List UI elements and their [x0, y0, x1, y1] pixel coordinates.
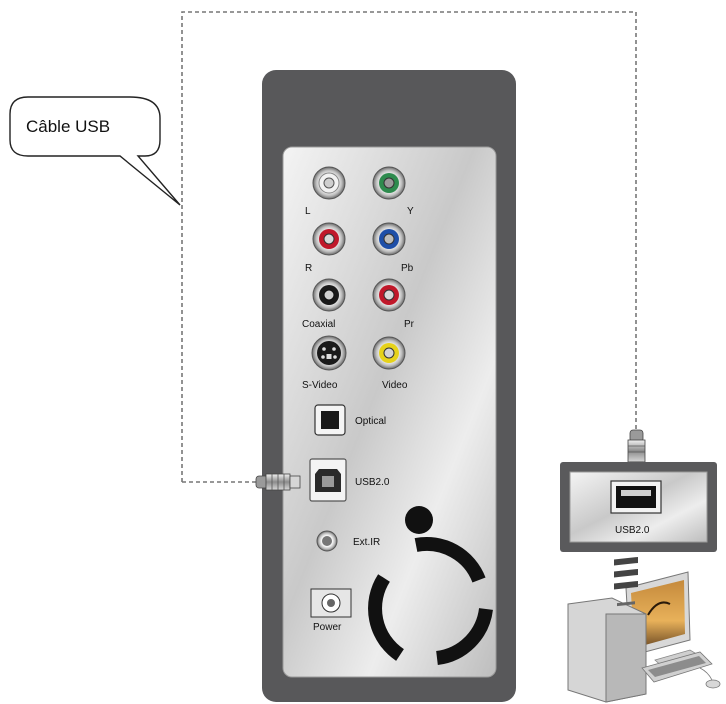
rca-jack-component-pb[interactable]: [372, 222, 406, 256]
cable-callout: Câble USB: [9, 96, 181, 206]
rca-jack-composite-video[interactable]: [372, 336, 406, 370]
label-pr: Pr: [404, 319, 415, 330]
label-video: Video: [382, 380, 408, 391]
media-player-back-panel: L Y R Pb Coaxial Pr: [262, 70, 516, 702]
svideo-port[interactable]: [311, 335, 347, 371]
ext-ir-jack[interactable]: [316, 530, 338, 552]
label-l: L: [305, 206, 311, 217]
usb-cable-line: [181, 11, 637, 482]
label-y: Y: [407, 206, 414, 217]
power-jack[interactable]: [310, 588, 352, 618]
cooling-fan-icon: [368, 506, 493, 665]
desktop-computer-icon: [567, 556, 721, 703]
usb-plug-device: [255, 473, 301, 491]
computer-usb-panel: USB2.0: [560, 462, 717, 552]
label-svideo: S-Video: [302, 380, 338, 391]
callout-text: Câble USB: [26, 117, 110, 136]
label-usb-computer: USB2.0: [615, 525, 650, 536]
label-pb: Pb: [401, 263, 414, 274]
label-usb-device: USB2.0: [355, 477, 390, 488]
label-optical: Optical: [355, 416, 386, 427]
label-coaxial: Coaxial: [302, 319, 335, 330]
rca-jack-audio-left[interactable]: [312, 166, 346, 200]
usb-a-port[interactable]: [610, 480, 662, 514]
rca-jack-coaxial[interactable]: [312, 278, 346, 312]
rca-jack-audio-right[interactable]: [312, 222, 346, 256]
optical-port[interactable]: [314, 404, 346, 436]
label-r: R: [305, 263, 312, 274]
usb-b-port[interactable]: [309, 458, 347, 502]
rca-jack-component-y[interactable]: [372, 166, 406, 200]
label-power: Power: [313, 622, 342, 633]
rca-jack-component-pr[interactable]: [372, 278, 406, 312]
label-ext-ir: Ext.IR: [353, 537, 380, 548]
